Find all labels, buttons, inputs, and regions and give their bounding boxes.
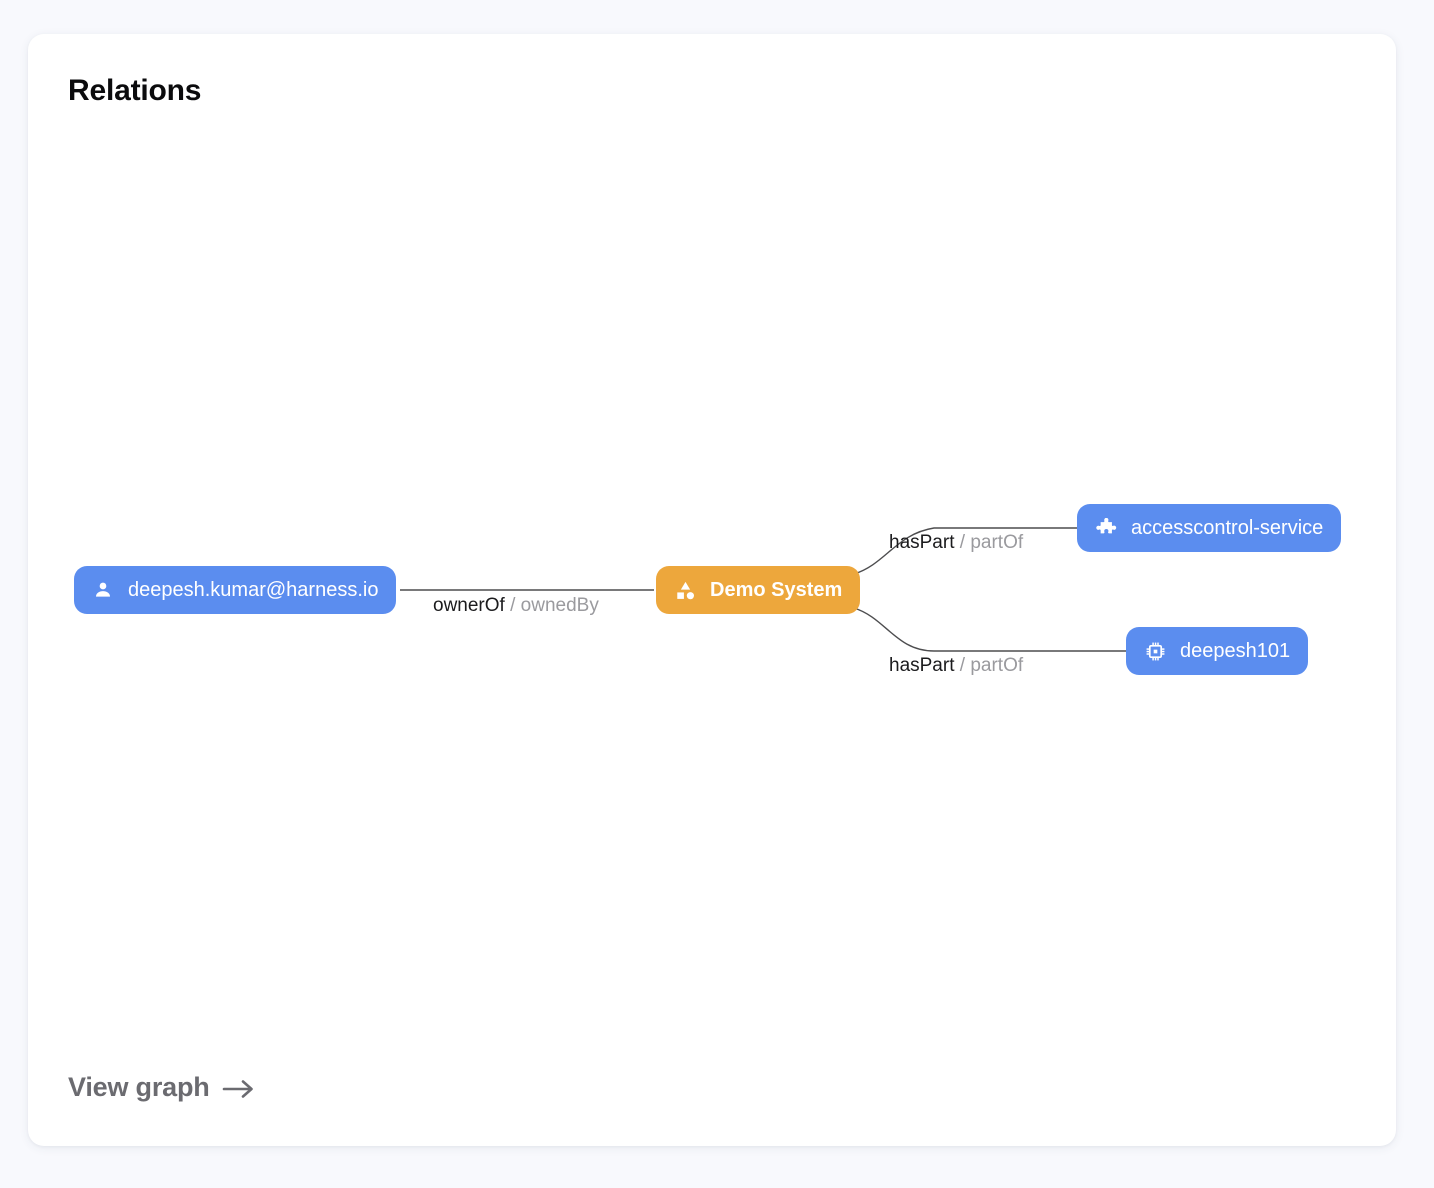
edge-label-owner-reverse: ownedBy [520, 595, 599, 616]
puzzle-piece-icon [1095, 517, 1117, 539]
relations-card: Relations deepesh.kumar@harness.io [28, 34, 1396, 1146]
edge-label-haspart-component: hasPart / partOf [889, 532, 1023, 554]
relations-graph[interactable]: deepesh.kumar@harness.io Demo System acc… [28, 34, 1396, 1146]
graph-node-resource[interactable]: deepesh101 [1126, 627, 1309, 675]
view-graph-link[interactable]: View graph [68, 1072, 256, 1103]
chip-icon [1144, 640, 1166, 662]
edge-label-haspart-component-separator: / [959, 532, 971, 553]
arrow-right-icon [222, 1077, 256, 1101]
edge-label-haspart-resource-separator: / [959, 655, 971, 676]
graph-node-system-label: Demo System [710, 578, 843, 601]
edge-label-haspart-resource: hasPart / partOf [889, 655, 1023, 677]
graph-node-component-label: accesscontrol-service [1131, 516, 1324, 539]
edge-label-owner: ownerOf / ownedBy [433, 595, 599, 617]
view-graph-label: View graph [68, 1072, 210, 1102]
person-icon [92, 579, 114, 601]
edge-label-haspart-resource-forward: hasPart [889, 655, 960, 676]
edge-label-haspart-component-forward: hasPart [889, 532, 960, 553]
page-title: Relations [68, 74, 202, 107]
edge-path-haspart-resource [853, 607, 1127, 652]
edge-label-owner-separator: / [510, 595, 521, 616]
graph-node-user-label: deepesh.kumar@harness.io [128, 578, 379, 601]
graph-node-system[interactable]: Demo System [656, 566, 861, 614]
graph-node-component[interactable]: accesscontrol-service [1077, 504, 1342, 552]
edge-label-haspart-resource-reverse: partOf [970, 655, 1024, 676]
shapes-icon [674, 579, 696, 601]
graph-node-resource-label: deepesh101 [1180, 639, 1291, 662]
graph-edges [400, 527, 1127, 652]
edge-label-owner-forward: ownerOf [433, 595, 511, 616]
edge-path-haspart-component [853, 527, 1078, 575]
edge-label-haspart-component-reverse: partOf [970, 532, 1024, 553]
graph-node-user[interactable]: deepesh.kumar@harness.io [74, 566, 397, 614]
